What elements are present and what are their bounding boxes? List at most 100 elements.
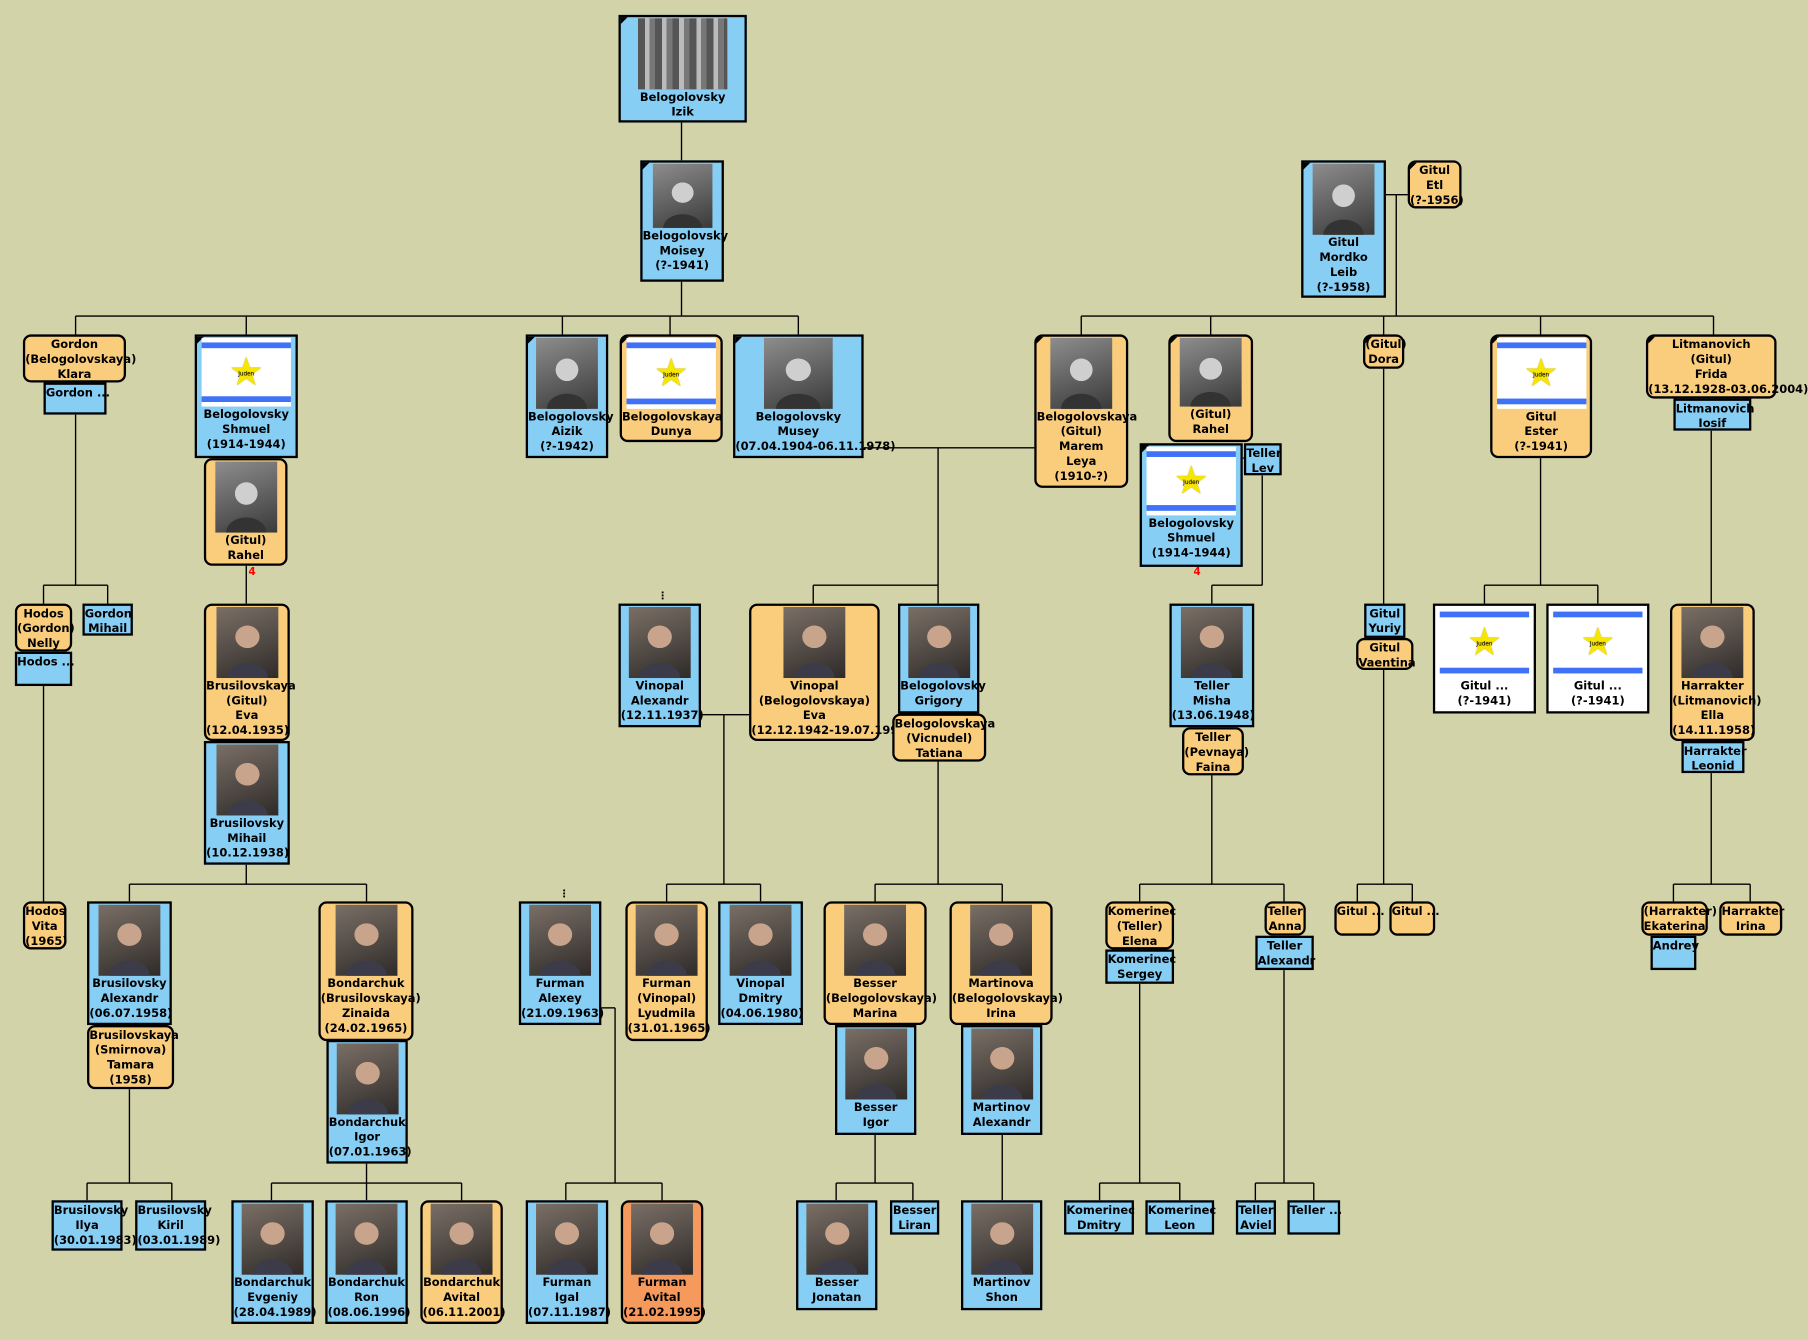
- person-hodos-sp[interactable]: Hodos ...: [14, 651, 75, 687]
- person-eva-b[interactable]: Brusilovskaya(Gitul)Eva(12.04.1935): [203, 603, 296, 742]
- person-text-line: Igor: [862, 1116, 889, 1130]
- person-gitul-g2[interactable]: Gitul ...: [1389, 901, 1440, 936]
- person-marina[interactable]: Besser(Belogolovskaya)Marina: [823, 901, 937, 1026]
- person-rahel1[interactable]: (Gitul)Rahel: [203, 458, 288, 566]
- person-andrey[interactable]: Andrey: [1650, 935, 1699, 971]
- person-ekaterina[interactable]: (Harrakter)Ekaterina: [1641, 901, 1717, 936]
- person-text-line: Rahel: [227, 549, 264, 563]
- person-tamara[interactable]: Brusilovskaya(Smirnova)Tamara(1958): [87, 1025, 179, 1090]
- portrait-photo: [536, 337, 598, 409]
- expand-corner-icon[interactable]: [1648, 336, 1656, 344]
- expand-corner-icon[interactable]: [1492, 336, 1500, 344]
- expand-corner-icon[interactable]: [1036, 336, 1044, 344]
- portrait-photo: [1179, 337, 1242, 407]
- person-gordon-sp[interactable]: Gordon ...: [43, 382, 110, 415]
- person-text-line: (12.04.1935): [206, 724, 290, 738]
- person-text-line: Brusilovsky: [209, 817, 285, 831]
- expand-corner-icon[interactable]: [197, 336, 204, 344]
- person-teller-c[interactable]: Teller ...: [1287, 1200, 1342, 1235]
- expand-corner-icon[interactable]: [1170, 336, 1178, 344]
- more-ancestors-marker[interactable]: ⋮: [657, 590, 668, 603]
- person-eva-v[interactable]: Vinopal(Belogolovskaya)Eva(12.12.1942-19…: [749, 603, 912, 742]
- expand-corner-icon[interactable]: [1365, 336, 1373, 344]
- person-frida[interactable]: Litmanovich(Gitul)Frida(13.12.1928-03.06…: [1645, 334, 1808, 399]
- person-ella[interactable]: Harrakter(Litmanovich)Ella(14.11.1958): [1669, 603, 1761, 742]
- expand-corner-icon[interactable]: [620, 17, 628, 25]
- expand-corner-icon[interactable]: [1141, 445, 1149, 453]
- person-gitul-g1[interactable]: Gitul ...: [1334, 901, 1385, 936]
- expand-corner-icon[interactable]: [528, 336, 535, 344]
- person-text-line: (28.04.1989): [233, 1306, 317, 1320]
- person-klara[interactable]: Gordon(Belogolovskaya)Klara: [22, 334, 136, 383]
- person-irina-m[interactable]: Martinova(Belogolovskaya)Irina: [949, 901, 1063, 1026]
- person-rahel2[interactable]: (Gitul)Rahel: [1168, 334, 1254, 443]
- person-text-line: Belogolovsky: [900, 680, 986, 693]
- portrait-photo: [335, 1203, 398, 1275]
- expand-corner-icon[interactable]: [1409, 162, 1417, 170]
- person-text-line: Litmanovich: [1671, 339, 1751, 352]
- expand-corner-icon[interactable]: [642, 162, 650, 170]
- person-lyudmila[interactable]: Furman(Vinopal)Lyudmila(31.01.1965): [625, 901, 711, 1042]
- person-zinaida[interactable]: Bondarchuk(Brusilovskaya)Zinaida(24.02.1…: [318, 901, 421, 1042]
- person-nelly[interactable]: Hodos(Gordon)Nelly: [14, 603, 75, 652]
- more-ancestors-marker[interactable]: ⋮: [558, 888, 570, 901]
- expand-corner-icon[interactable]: [735, 336, 743, 344]
- person-text-line: (30.01.1983): [53, 1234, 137, 1248]
- flag-icon: ★Juden: [201, 337, 291, 407]
- person-dora[interactable]: (Gitul)Dora: [1363, 334, 1407, 369]
- person-elena[interactable]: Komerinec(Teller)Elena: [1105, 901, 1176, 950]
- expand-corner-icon[interactable]: [1303, 162, 1311, 170]
- person-text-line: Igal: [554, 1291, 580, 1305]
- expand-corner-icon[interactable]: [621, 336, 629, 344]
- person-faina[interactable]: Teller(Pevnaya)Faina: [1182, 727, 1249, 776]
- person-tatiana[interactable]: Belogolovskaya(Vicnudel)Tatiana: [892, 713, 995, 762]
